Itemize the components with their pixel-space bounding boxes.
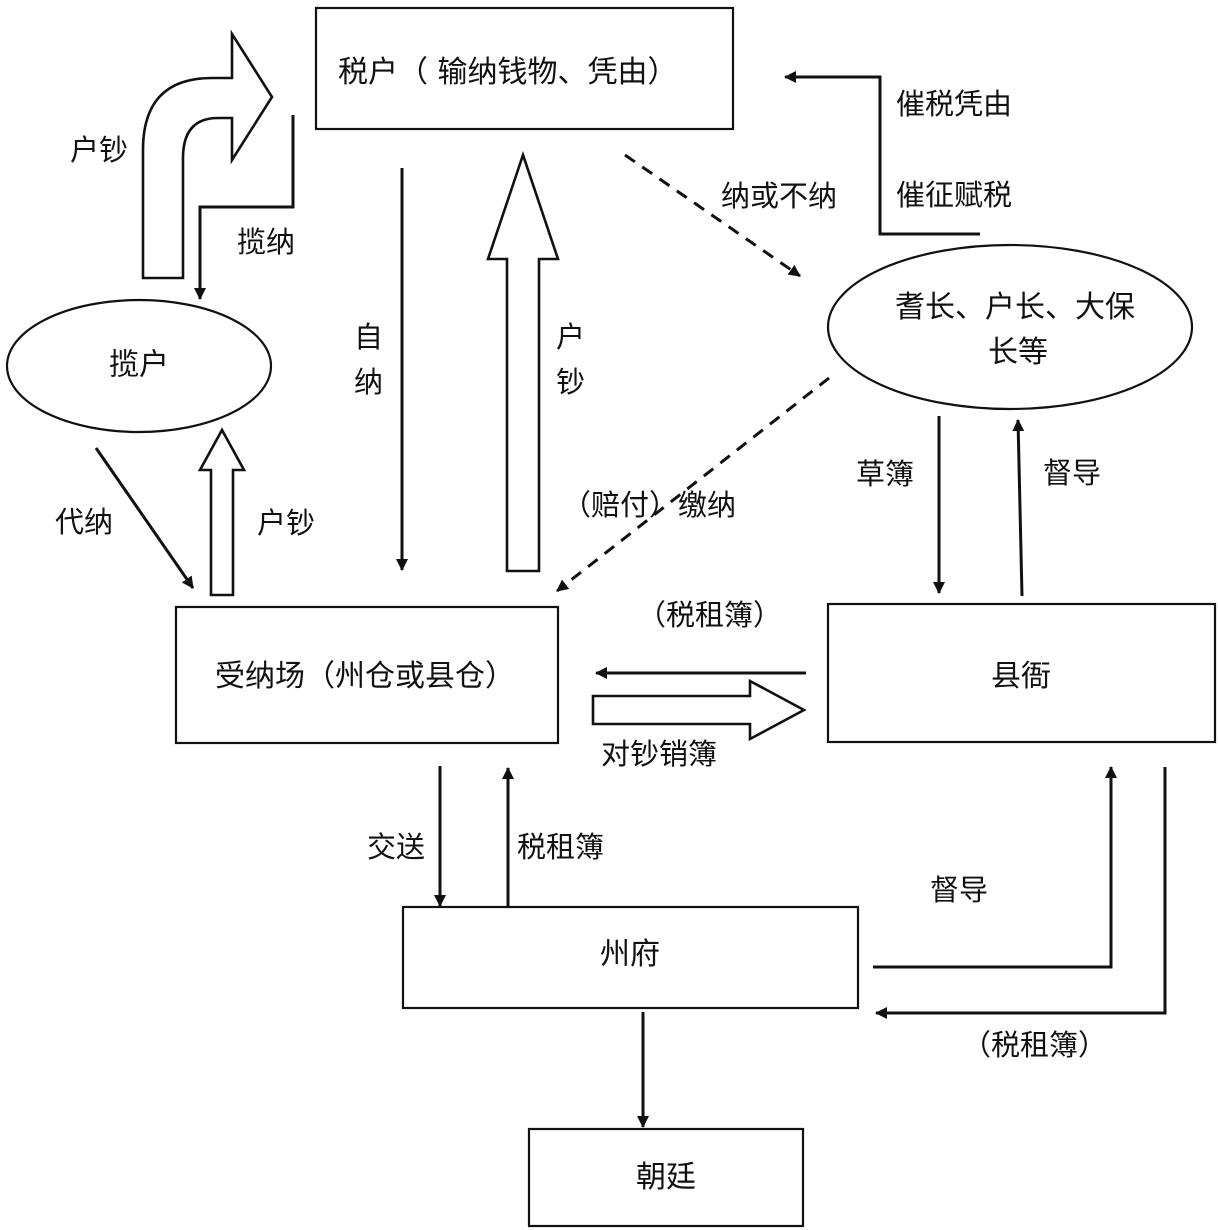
lanhu-label: 揽户: [109, 348, 169, 383]
prefecture-label: 州府: [600, 937, 660, 972]
court-node: 朝廷: [527, 1127, 805, 1228]
label-zi: 自: [354, 320, 383, 354]
label-pei-fu-jiao-na: （赔付）缴纳: [562, 488, 736, 522]
arrow-lan-na: [194, 115, 295, 300]
label-du-dao-upper: 督导: [1043, 456, 1101, 490]
taxpayer-label: 税户（ 输纳钱物、凭由）: [338, 55, 678, 90]
label-hu-vertical-1: 户: [556, 320, 585, 354]
receiving-node: 受纳场（州仓或县仓）: [174, 605, 560, 745]
arrow-du-dao-upper: [1012, 419, 1025, 597]
label-na: 纳: [354, 365, 383, 399]
elders-node: 耆长、户长、大保 长等: [826, 243, 1194, 411]
label-shui-zu-bu: 税租簿: [517, 830, 604, 864]
label-cao-bu: 草簿: [856, 457, 914, 491]
hollow-arrow-up-small: [197, 427, 247, 597]
dashed-arrow-pei-fu-jiao-na: [556, 376, 830, 593]
label-hu-chao-top-left: 户钞: [70, 133, 128, 167]
arrow-cui-shui: [784, 71, 980, 236]
elders-label-line2: 长等: [988, 335, 1048, 370]
label-cui-zheng-fu-shui: 催征赋税: [896, 178, 1012, 212]
county-label: 县衙: [991, 659, 1051, 694]
label-jiao-song: 交送: [367, 830, 425, 864]
county-node: 县衙: [826, 602, 1217, 744]
label-shui-zu-bu-paren-low: （税租簿）: [962, 1028, 1107, 1062]
label-dai-na: 代纳: [55, 505, 113, 539]
label-hu-chao-small: 户钞: [257, 506, 315, 540]
arrow-shui-zu-bu-low: [875, 767, 1167, 1019]
taxpayer-node: 税户（ 输纳钱物、凭由）: [314, 6, 735, 131]
receiving-label: 受纳场（州仓或县仓）: [215, 659, 515, 694]
label-hu-vertical-2: 钞: [556, 365, 585, 399]
elders-label-line1: 耆长、户长、大保: [895, 290, 1135, 325]
hollow-arrow-right-dui-chao: [591, 678, 807, 742]
dashed-arrow-na-huo-bu-na: [624, 153, 801, 278]
prefecture-node: 州府: [401, 905, 860, 1010]
hollow-curved-arrow-hu-chao: [141, 29, 274, 280]
label-dui-chao-xiao-bu: 对钞销簿: [601, 737, 717, 771]
court-label: 朝廷: [636, 1160, 696, 1195]
hollow-arrow-up-hu-chao: [486, 150, 560, 573]
lanhu-node: 揽户: [5, 298, 273, 434]
arrow-dai-na: [94, 447, 195, 589]
label-lan-na: 揽纳: [237, 225, 295, 259]
label-shui-zu-bu-paren-mid: （税租簿）: [637, 598, 782, 632]
label-na-huo-bu-na: 纳或不纳: [721, 179, 837, 213]
arrow-du-dao-lower: [873, 766, 1117, 969]
label-cui-shui-ping-you: 催税凭由: [896, 87, 1012, 121]
label-du-dao-lower: 督导: [930, 873, 988, 907]
